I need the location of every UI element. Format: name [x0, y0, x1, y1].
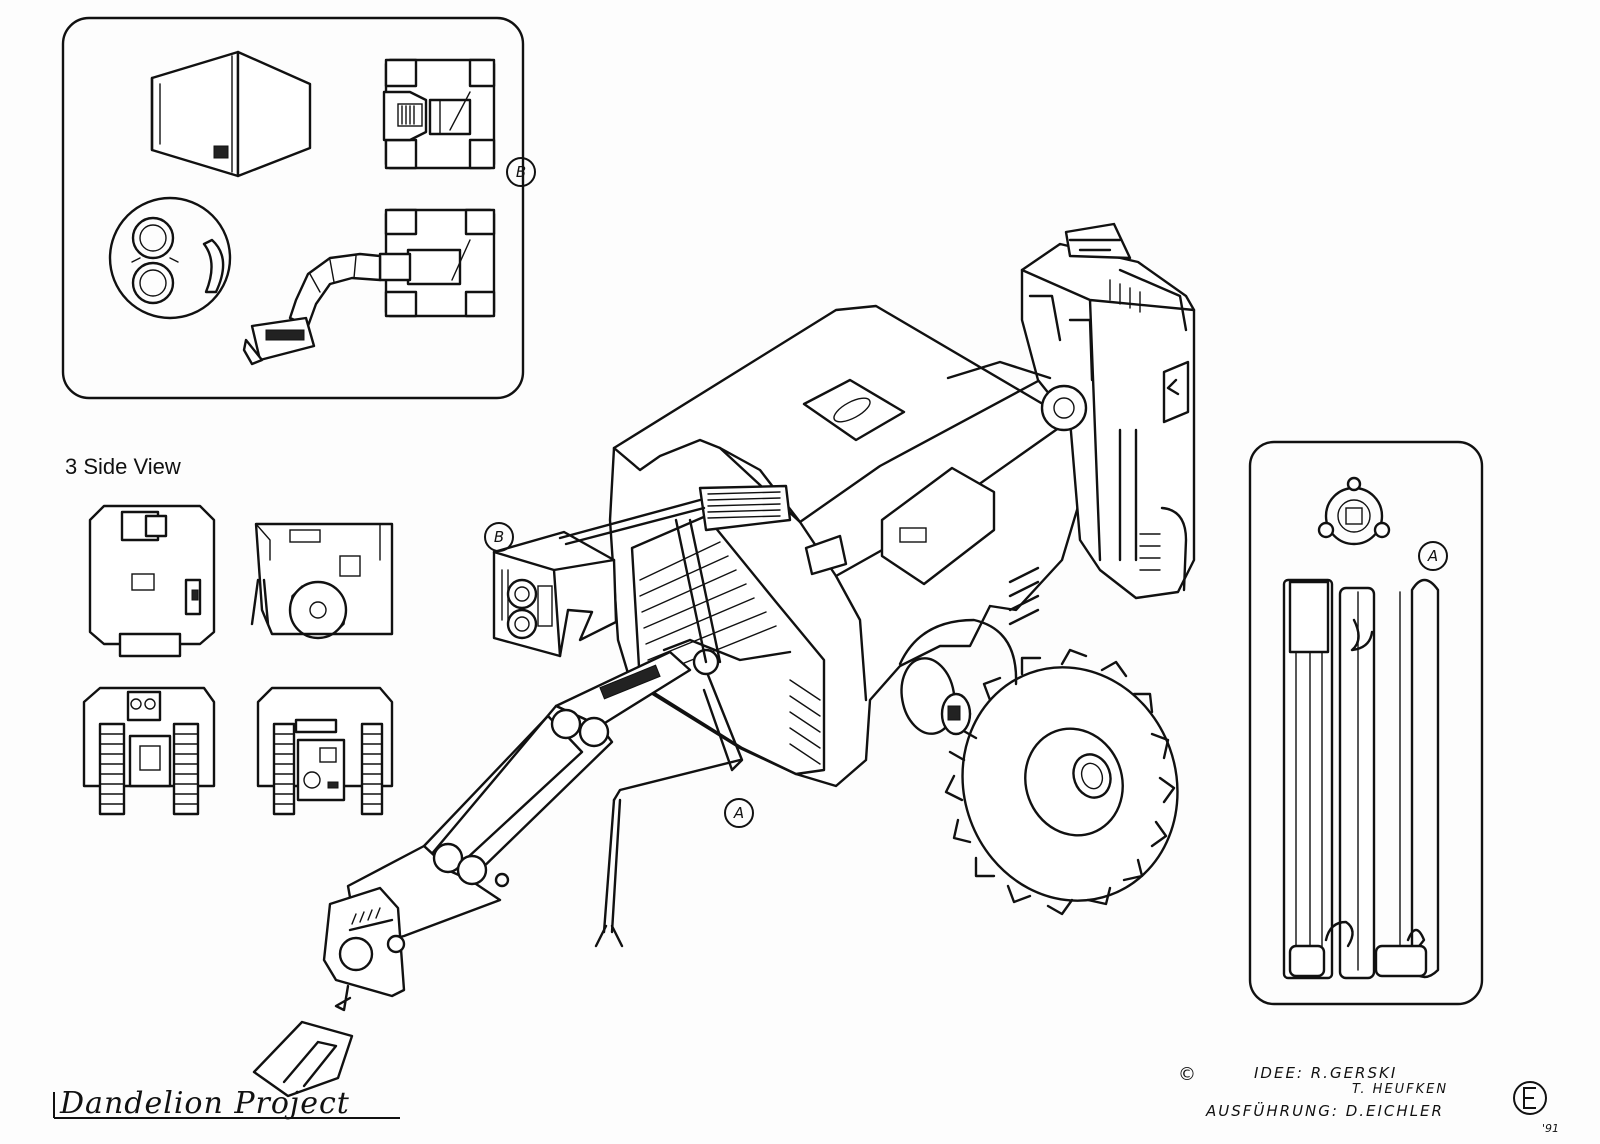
year-mark: '91	[1542, 1122, 1560, 1135]
idea-credit: IDEE: R.GERSKI	[1254, 1064, 1398, 1082]
hopper-cone-drawing	[150, 50, 312, 178]
three-side-view	[82, 504, 394, 816]
idea-credit-2: T. HEUFKEN	[1352, 1082, 1449, 1097]
three-side-view-title: 3 Side View	[65, 454, 181, 479]
gripper-top-view-drawing	[1317, 476, 1391, 546]
side-view-top	[88, 504, 216, 658]
inset-a-frame	[1248, 440, 1484, 1006]
articulated-intake-drawing	[242, 208, 496, 366]
tool-rods-drawing	[1282, 578, 1440, 980]
side-view-front	[82, 686, 216, 816]
callout-a-main: A	[724, 798, 754, 828]
callout-a-inset: A	[1418, 541, 1448, 571]
copyright-mark: ©	[1178, 1064, 1198, 1085]
execution-credit: AUSFÜHRUNG: D.EICHLER	[1206, 1102, 1444, 1120]
callout-b-main: B	[484, 522, 514, 552]
dandelion-vehicle-drawing	[252, 222, 1196, 1098]
project-title: Dandelion Project	[60, 1086, 350, 1121]
twin-intake-drawing	[108, 196, 232, 320]
intake-module-b	[492, 498, 706, 658]
inset-detail-b	[61, 16, 525, 400]
inset-detail-a	[1248, 440, 1484, 1006]
gripper-arm-a	[594, 518, 792, 948]
filter-module-drawing	[382, 58, 496, 170]
artist-logo-icon	[1513, 1081, 1547, 1115]
main-wheel	[944, 648, 1179, 916]
collection-arm	[252, 650, 692, 1098]
callout-b-inset: B	[506, 157, 536, 187]
side-view-back	[256, 686, 394, 816]
wheel-hub	[900, 657, 972, 736]
side-view-side	[250, 522, 394, 640]
rear-engine-module	[946, 222, 1196, 600]
main-body	[608, 304, 1082, 788]
inset-b-frame	[61, 16, 525, 400]
